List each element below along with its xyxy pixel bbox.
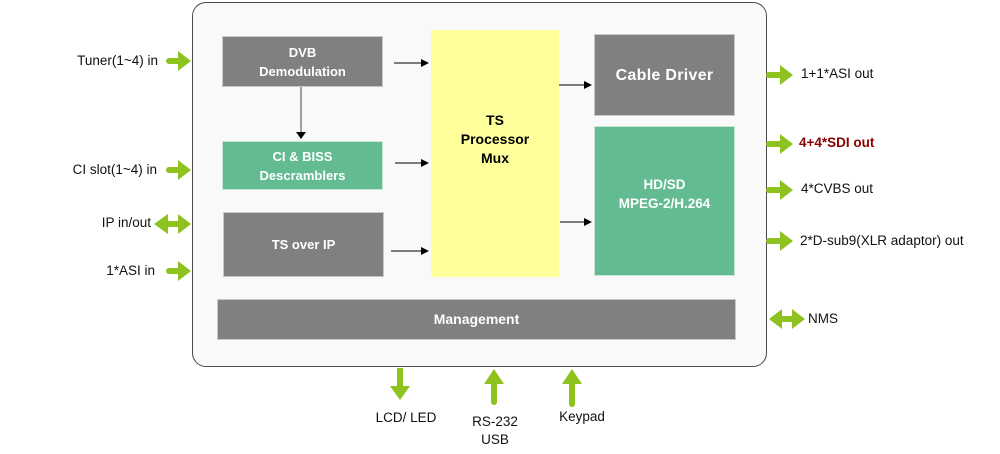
output-label-dsub9: 2*D-sub9(XLR adaptor) out	[800, 233, 964, 248]
cable-driver-block: Cable Driver	[594, 34, 735, 116]
dvb-demodulation-block: DVB Demodulation	[222, 36, 383, 87]
dvb-block-line1: DVB	[288, 44, 317, 60]
arrow-asi-in	[166, 261, 191, 281]
ci-biss-descramblers-block: CI & BISS Descramblers	[222, 141, 383, 190]
cable-driver-label: Cable Driver	[615, 66, 714, 84]
arrow-nms	[769, 309, 805, 329]
ci-block-line2: Descramblers	[259, 167, 346, 183]
output-label-asi: 1+1*ASI out	[801, 66, 874, 81]
processor-line3: Mux	[481, 150, 509, 166]
ts-over-ip-block: TS over IP	[223, 212, 384, 277]
bottom-label-usb: USB	[481, 432, 509, 447]
output-label-cvbs: 4*CVBS out	[801, 181, 874, 196]
bottom-label-keypad: Keypad	[559, 409, 605, 424]
input-label-tuner: Tuner(1~4) in	[77, 53, 158, 68]
dvb-block-line2: Demodulation	[259, 63, 346, 79]
arrow-dsub9-out	[766, 231, 793, 251]
management-label: Management	[433, 311, 520, 327]
arrow-cvbs-out	[766, 180, 793, 200]
output-label-nms: NMS	[808, 311, 838, 326]
hd-sd-codec-block: HD/SD MPEG-2/H.264	[594, 126, 735, 276]
arrow-lcd-led-out	[390, 368, 410, 400]
ts-processor-mux-block: TS Processor Mux	[431, 30, 559, 277]
arrow-asi-out	[766, 65, 793, 85]
codec-line1: HD/SD	[643, 177, 686, 192]
input-label-ci-slot: CI slot(1~4) in	[72, 162, 157, 177]
arrow-sdi-out	[766, 134, 793, 154]
arrow-ci-slot-in	[166, 160, 191, 180]
processor-line1: TS	[486, 112, 504, 128]
arrow-keypad-in	[562, 369, 582, 407]
processor-line2: Processor	[460, 131, 530, 147]
arrow-rs232-usb-in	[484, 369, 504, 405]
codec-line2: MPEG-2/H.264	[618, 196, 711, 211]
arrow-tuner-in	[166, 51, 191, 71]
bottom-label-lcd-led: LCD/ LED	[375, 410, 437, 425]
arrow-ip-in-out	[154, 214, 191, 234]
output-label-sdi: 4+4*SDI out	[799, 135, 875, 150]
bottom-label-rs232: RS-232	[472, 414, 518, 429]
management-block: Management	[217, 299, 736, 340]
input-label-asi-in: 1*ASI in	[106, 263, 155, 278]
tsip-block-label: TS over IP	[271, 237, 336, 252]
ci-block-line1: CI & BISS	[272, 148, 333, 164]
input-label-ip-in-out: IP in/out	[101, 215, 151, 230]
connector-dvb-to-ci-arrowhead	[296, 132, 306, 139]
